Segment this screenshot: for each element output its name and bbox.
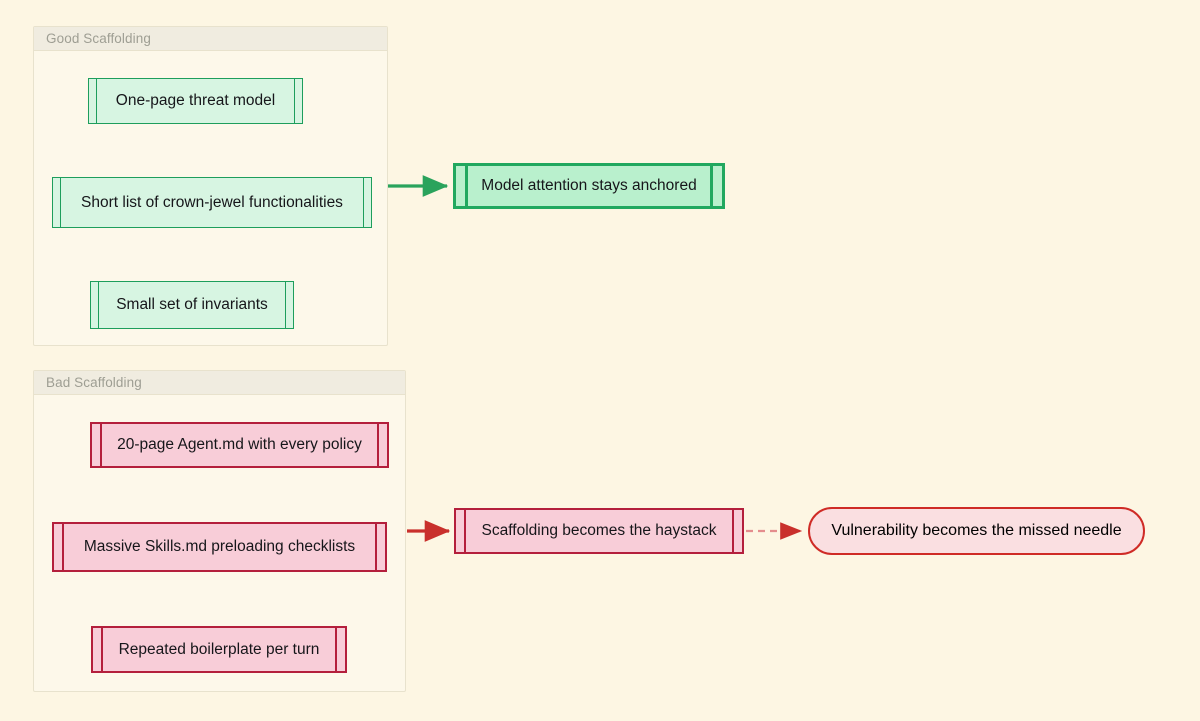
subroutine-bar-left bbox=[60, 178, 61, 227]
subroutine-bar-left bbox=[464, 510, 466, 552]
subroutine-bar-left bbox=[101, 628, 103, 671]
node-label: Model attention stays anchored bbox=[481, 177, 697, 195]
subroutine-bar-right bbox=[732, 510, 734, 552]
subroutine-bar-left bbox=[62, 524, 64, 570]
node-small-set-of-invariants[interactable]: Small set of invariants bbox=[90, 281, 294, 329]
node-label: Vulnerability becomes the missed needle bbox=[831, 522, 1122, 539]
node-label: Small set of invariants bbox=[116, 296, 268, 314]
cluster-bad-title: Bad Scaffolding bbox=[46, 375, 142, 390]
cluster-good-header: Good Scaffolding bbox=[34, 27, 387, 51]
node-label: Massive Skills.md preloading checklists bbox=[83, 538, 356, 556]
subroutine-bar-left bbox=[98, 282, 99, 328]
cluster-bad-header: Bad Scaffolding bbox=[34, 371, 405, 395]
subroutine-bar-right bbox=[335, 628, 337, 671]
node-label: Repeated boilerplate per turn bbox=[118, 640, 320, 658]
node-scaffolding-becomes-haystack[interactable]: Scaffolding becomes the haystack bbox=[454, 508, 744, 554]
node-label: One-page threat model bbox=[115, 92, 276, 110]
cluster-good-title: Good Scaffolding bbox=[46, 31, 151, 46]
subroutine-bar-right bbox=[294, 79, 295, 123]
node-one-page-threat-model[interactable]: One-page threat model bbox=[88, 78, 303, 124]
subroutine-bar-right bbox=[377, 424, 379, 466]
node-repeated-boilerplate[interactable]: Repeated boilerplate per turn bbox=[91, 626, 347, 673]
subroutine-bar-right bbox=[375, 524, 377, 570]
subroutine-bar-left bbox=[100, 424, 102, 466]
node-20-page-agent-md[interactable]: 20-page Agent.md with every policy bbox=[90, 422, 389, 468]
node-label: Scaffolding becomes the haystack bbox=[481, 522, 717, 540]
subroutine-bar-right bbox=[285, 282, 286, 328]
node-label: Short list of crown-jewel functionalitie… bbox=[81, 193, 343, 211]
node-model-attention-stays-anchored[interactable]: Model attention stays anchored bbox=[453, 163, 725, 209]
subroutine-bar-right bbox=[363, 178, 364, 227]
subroutine-bar-left bbox=[96, 79, 97, 123]
node-short-list-crown-jewel[interactable]: Short list of crown-jewel functionalitie… bbox=[52, 177, 372, 228]
subroutine-bar-left bbox=[465, 166, 468, 206]
subroutine-bar-right bbox=[710, 166, 713, 206]
node-massive-skills-md[interactable]: Massive Skills.md preloading checklists bbox=[52, 522, 387, 572]
node-label: 20-page Agent.md with every policy bbox=[117, 436, 362, 454]
node-vulnerability-missed-needle[interactable]: Vulnerability becomes the missed needle bbox=[808, 507, 1145, 555]
